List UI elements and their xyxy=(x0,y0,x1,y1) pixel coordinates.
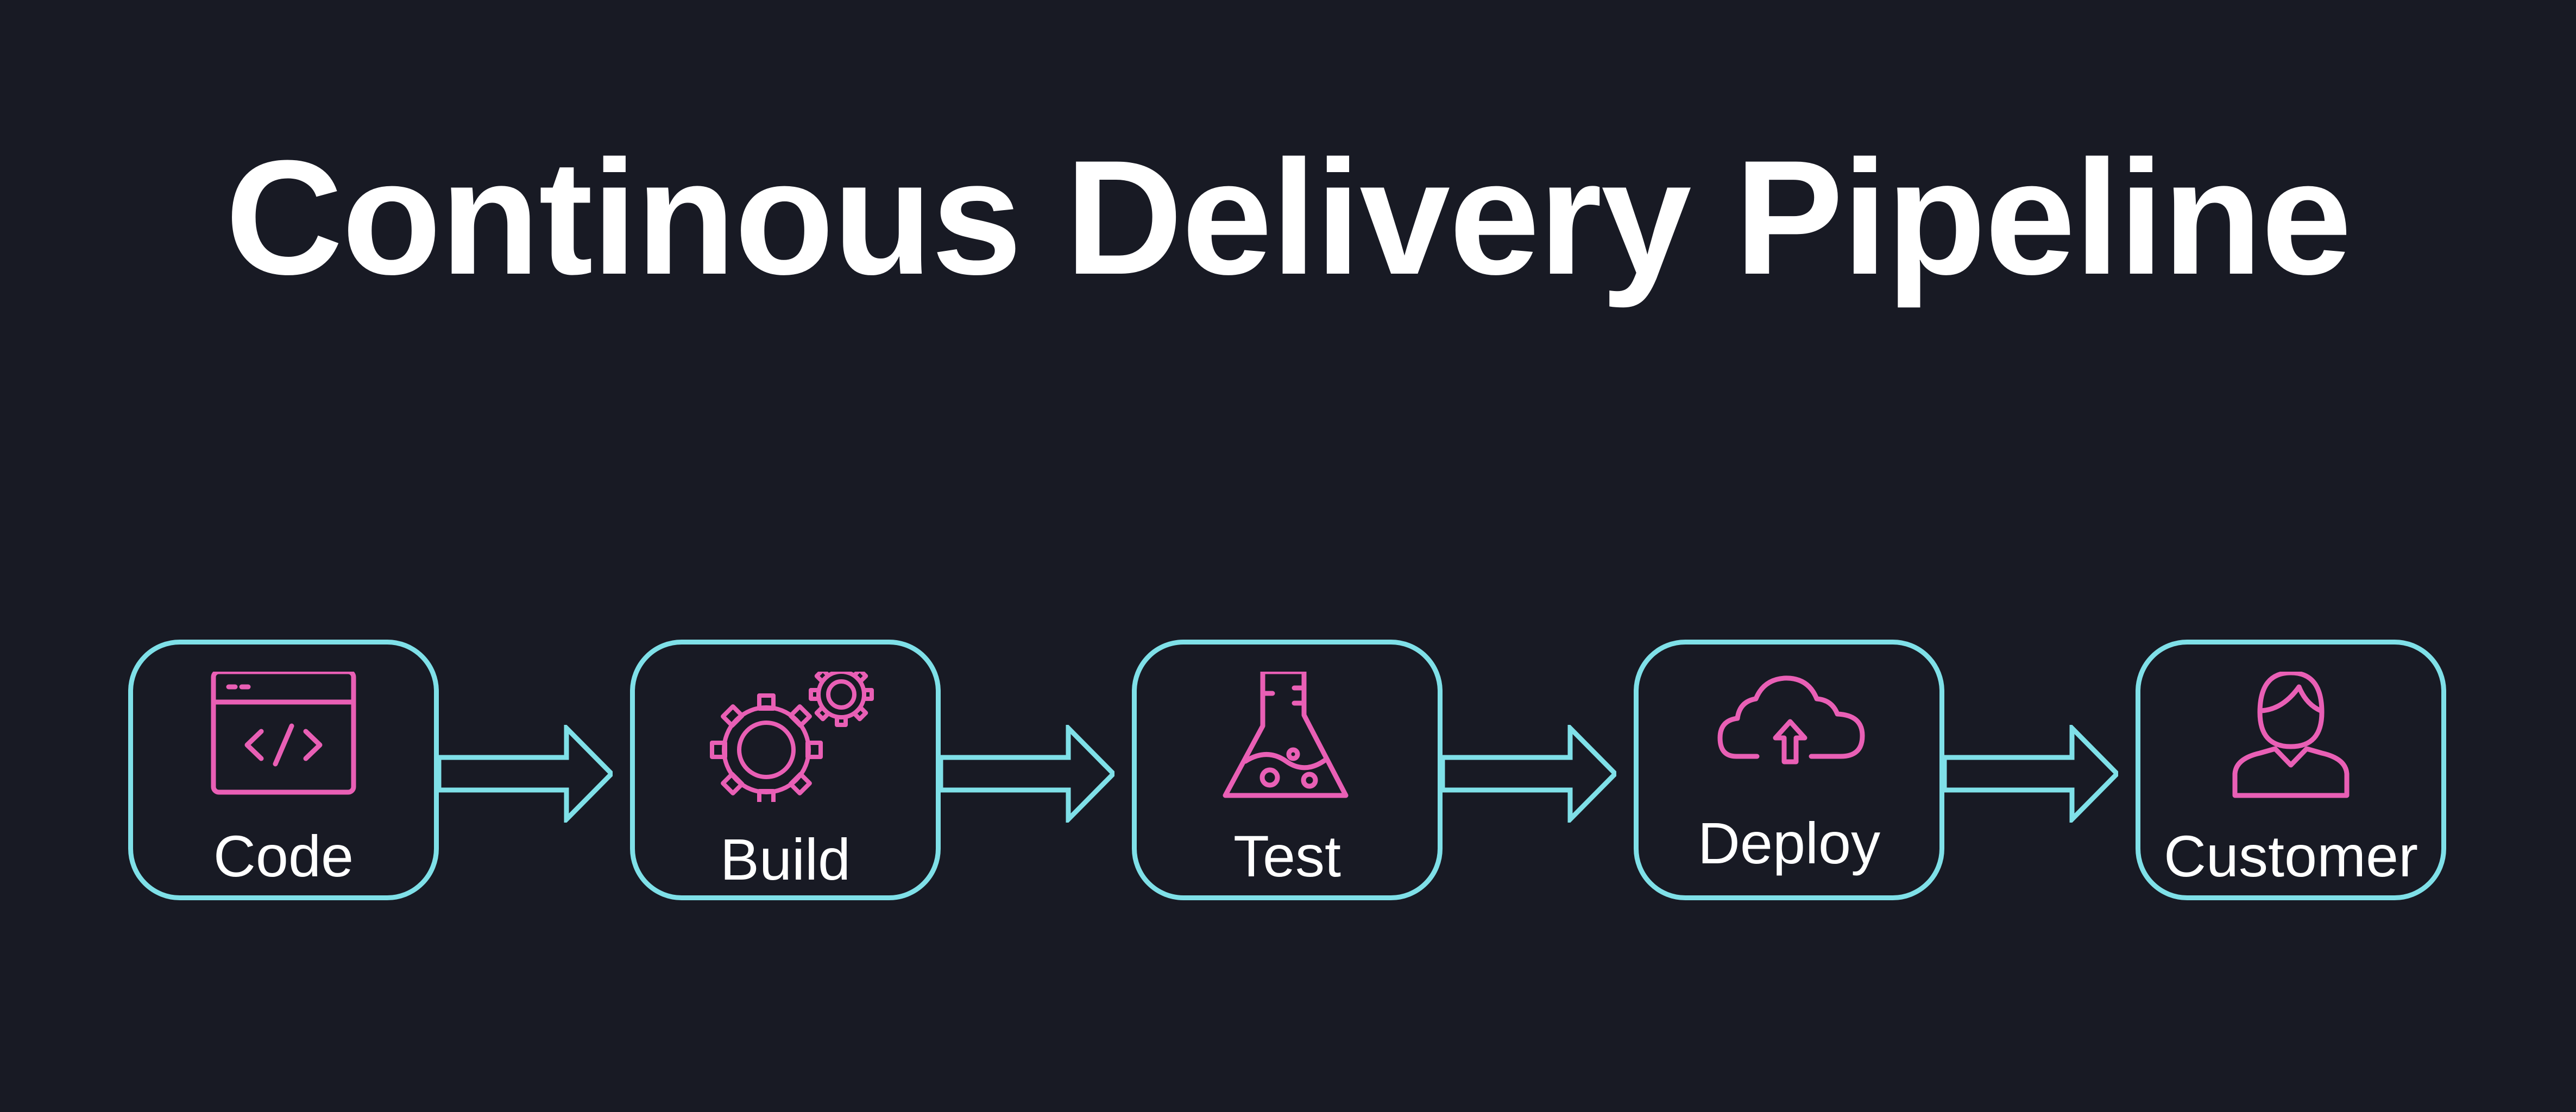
cloud-upload-icon xyxy=(1717,675,1865,764)
stage-customer: Customer xyxy=(2136,640,2446,900)
arrow-right-icon xyxy=(941,725,1114,823)
stage-build: Build xyxy=(630,640,941,900)
stage-deploy: Deploy xyxy=(1634,640,1944,900)
code-window-icon xyxy=(211,672,356,795)
stage-label: Customer xyxy=(2163,823,2418,889)
stage-label: Build xyxy=(720,826,851,892)
gears-icon xyxy=(710,672,874,802)
flask-icon xyxy=(1223,672,1349,798)
stage-code: Code xyxy=(128,640,439,900)
stage-label: Test xyxy=(1233,823,1341,889)
arrow-right-icon xyxy=(1443,725,1616,823)
stage-test: Test xyxy=(1132,640,1443,900)
arrow-right-icon xyxy=(1944,725,2118,823)
page-title: Continous Delivery Pipeline xyxy=(225,126,2352,308)
arrow-right-icon xyxy=(439,725,613,823)
user-icon xyxy=(2232,672,2350,798)
stage-label: Code xyxy=(213,823,354,889)
stage-label: Deploy xyxy=(1697,810,1881,876)
